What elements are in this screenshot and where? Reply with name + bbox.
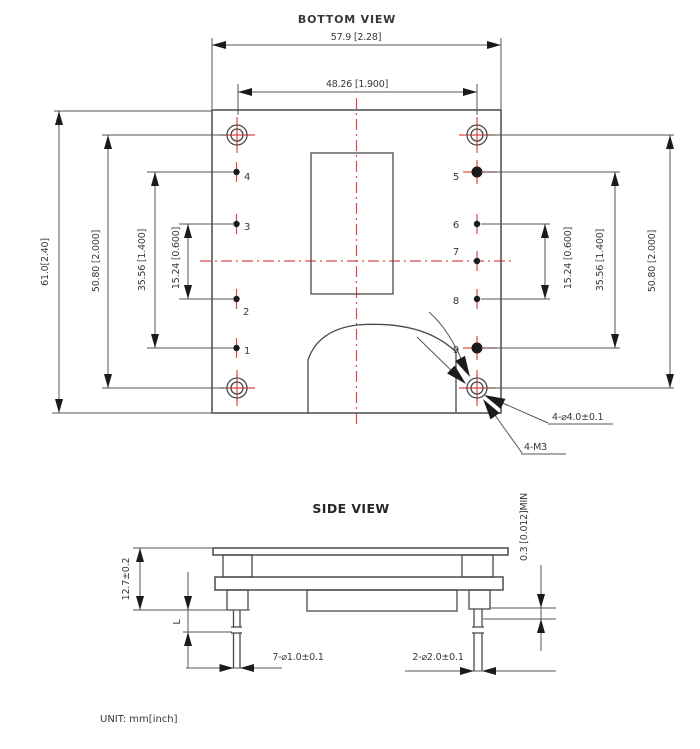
pin-label-9: 9 [453,345,459,356]
dim-height-total: 61.0[2.40] [40,238,51,286]
dim-standoff-clearance: 0.3 [0.012]MIN [519,493,530,561]
dim-pin-span-vertical-right: 35.56 [1.400] [595,229,606,291]
plate-outline [211,109,502,414]
dim-width-total: 57.9 [2.28] [331,32,382,43]
pin-label-6: 6 [453,220,459,231]
pin-9 [471,342,483,354]
pin-8 [473,295,481,303]
dim-body-height: 12.7±0.2 [121,558,132,601]
dim-pin-span-vertical-left: 35.56 [1.400] [137,229,148,291]
dim-hole-span-vertical-right: 50.80 [2.000] [647,230,658,292]
side-dimension-lines: 12.7±0.2 L 0.3 [0.012]MIN 7-⌀1.0±0.1 2-⌀… [121,493,556,675]
pin-crosshairs [235,160,497,360]
pin-4 [233,168,240,176]
dim-large-pin-diameter: 2-⌀2.0±0.1 [412,652,464,663]
pin-label-1: 1 [244,346,250,357]
callout-hole-diameter: 4-⌀4.0±0.1 [552,412,604,423]
dim-hole-span-horizontal: 48.26 [1.900] [326,79,388,90]
dim-pin-span-inner-left: 15.24 [0.600] [171,227,182,289]
top-board [212,547,509,556]
bottom-view-title: BOTTOM VIEW [298,13,396,26]
side-extension-lines [133,547,556,633]
dimension-lines [55,41,674,413]
left-pin-shoulder [226,589,249,611]
dim-hole-span-vertical-left: 50.80 [2.000] [91,230,102,292]
dim-pin-span-inner-right: 15.24 [0.600] [563,227,574,289]
transformer-dome-outline [307,323,457,413]
pins [233,166,483,354]
module-outline [211,109,502,414]
pin-labels: 4 3 2 1 5 6 7 8 9 [243,172,459,357]
hole-callouts: 4-⌀4.0±0.1 4-M3 [416,311,613,455]
pin-label-7: 7 [453,247,459,258]
pin-6 [473,220,481,228]
pin-7 [473,257,481,265]
pin-2 [233,295,240,303]
bottom-view: 57.9 [2.28] 48.26 [1.900] 61.0[2.40] 50.… [40,13,674,455]
transformer-block [306,589,458,612]
right-standoff [461,554,494,578]
extension-lines [52,38,674,414]
centerlines [200,98,512,425]
right-pin-shoulder [468,589,491,610]
unit-note: UNIT: mm[inch] [100,714,178,725]
pin-label-8: 8 [453,296,459,307]
callout-hole-thread: 4-M3 [524,442,547,453]
dim-pin-length: L [172,619,183,625]
right-pin [472,609,484,671]
pin-3 [233,220,240,228]
pin-1 [233,344,240,352]
pin-label-4: 4 [244,172,250,183]
dim-small-pin-diameter: 7-⌀1.0±0.1 [272,652,324,663]
side-outline [212,547,509,671]
side-view: SIDE VIEW [121,493,556,675]
left-standoff [222,554,253,578]
pin-5 [471,166,483,178]
pin-label-3: 3 [244,222,250,233]
corner-holes [226,124,488,399]
pin-label-5: 5 [453,172,459,183]
pin-label-2: 2 [243,307,249,318]
side-view-title: SIDE VIEW [312,501,389,516]
base-plate [214,576,504,591]
center-cutout [310,152,394,295]
left-pin [231,610,242,668]
dimension-labels: 57.9 [2.28] 48.26 [1.900] 61.0[2.40] 50.… [40,32,658,292]
